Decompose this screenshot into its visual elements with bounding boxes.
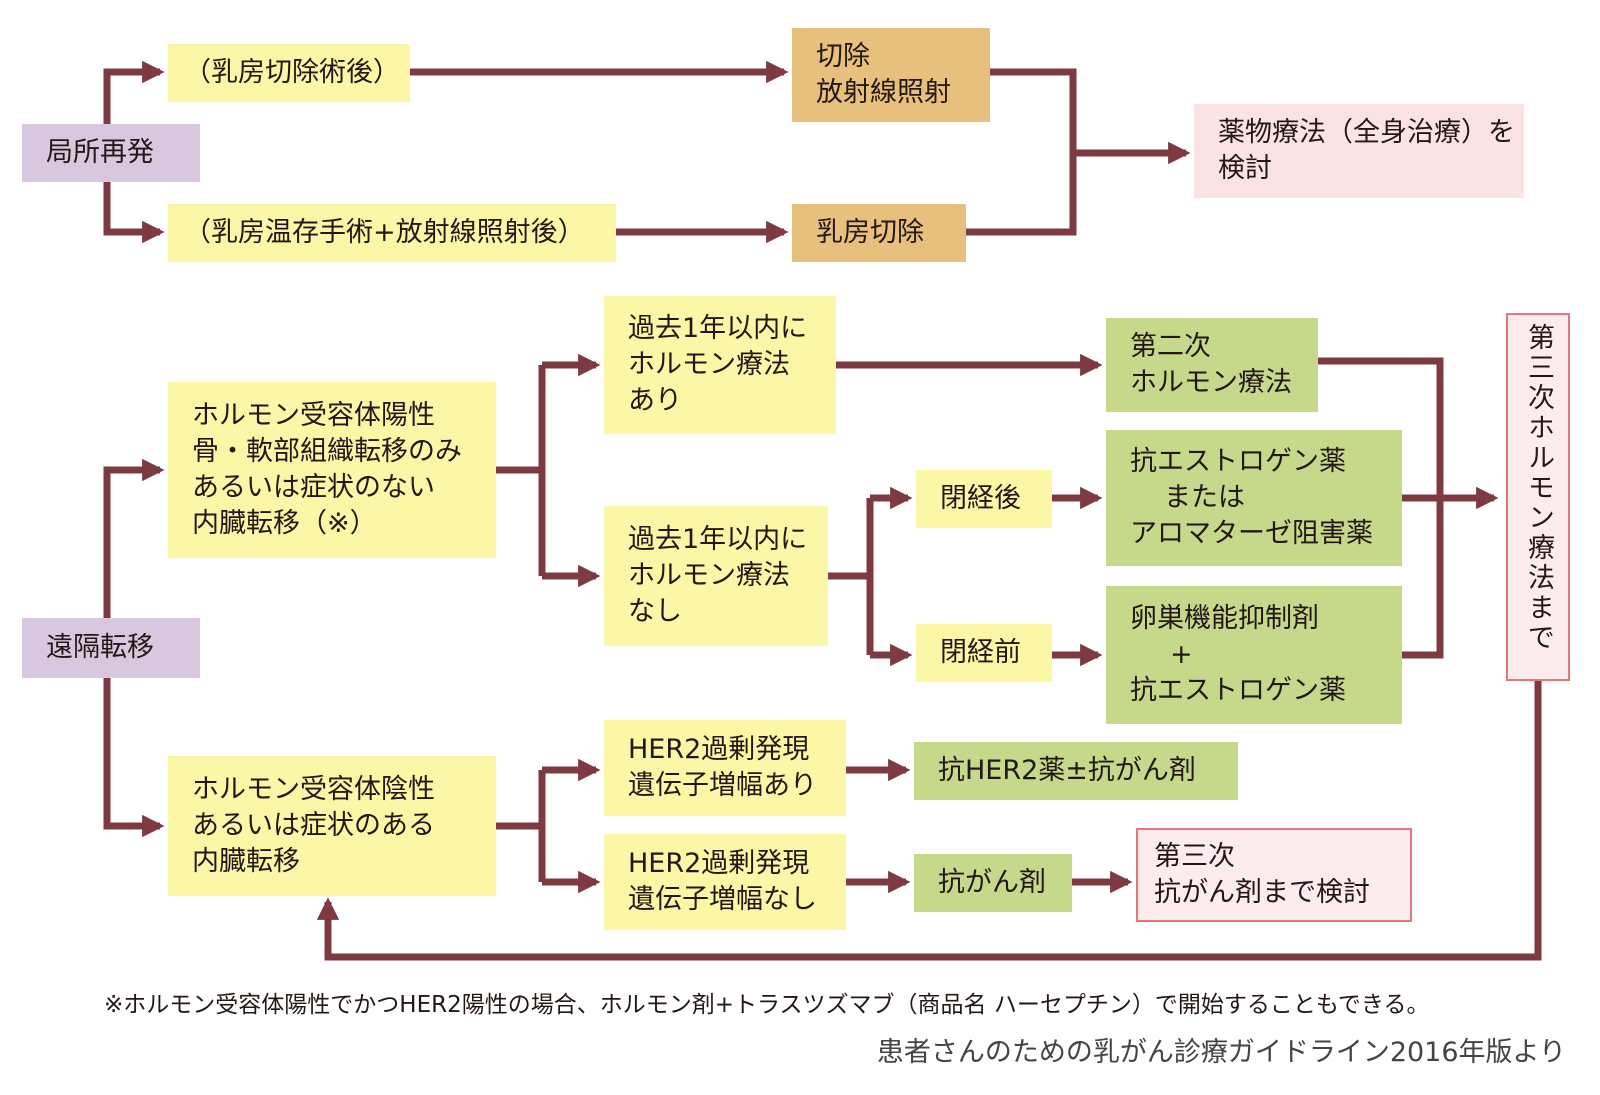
mastectomy-label: 乳房切除 [816, 217, 924, 248]
postmenopausal-box: 閉経後 [916, 470, 1052, 528]
antiestrogen-line-1: 抗エストロゲン薬 [1130, 446, 1346, 477]
ovarian-line-1: 卵巣機能抑制剤 [1130, 603, 1319, 634]
antiestrogen-line-2: または [1164, 482, 1245, 513]
ovarian-line-3: 抗エストロゲン薬 [1130, 675, 1346, 706]
her2-yes-line-2: 遺伝子増幅あり [628, 770, 817, 801]
resection-line-1: 切除 [816, 41, 870, 72]
after-mastectomy-box: （乳房切除術後） [168, 44, 410, 102]
hr-positive-line-4: 内臓転移（※） [192, 508, 377, 539]
branch-menopause [828, 498, 874, 655]
third-hormone-box: 第三次ホルモン療法まで [1506, 313, 1570, 681]
arrow-feedback-loop [316, 681, 1542, 961]
prior-yes-line-3: あり [628, 385, 682, 416]
prior-no-line-3: なし [628, 596, 682, 627]
anti-her2-box: 抗HER2薬±抗がん剤 [914, 742, 1238, 800]
ovarian-suppression-box: 卵巣機能抑制剤 + 抗エストロゲン薬 [1106, 586, 1402, 724]
hr-positive-line-3: あるいは症状のない [192, 472, 435, 503]
after-conserving-box: （乳房温存手術+放射線照射後） [168, 204, 616, 262]
premenopausal-box: 閉経前 [916, 624, 1052, 682]
prior-yes-line-1: 過去1年以内に [628, 313, 808, 344]
ovarian-line-2: + [1170, 639, 1193, 670]
her2-no-line-1: HER2過剰発現 [628, 848, 810, 879]
prior-hormone-no-box: 過去1年以内に ホルモン療法 なし [604, 506, 828, 646]
branch-hr-positive [496, 365, 546, 474]
chemo-box: 抗がん剤 [914, 854, 1072, 912]
distant-metastasis-label: 遠隔転移 [46, 632, 154, 663]
arrow-local-to-mastectomy-case [103, 60, 165, 124]
her2-no-line-2: 遺伝子増幅なし [628, 884, 817, 915]
arrow-distant-to-hr-negative [103, 678, 165, 838]
hr-positive-line-2: 骨・軟部組織転移のみ [192, 436, 462, 467]
her2-yes-line-1: HER2過剰発現 [628, 734, 810, 765]
drug-therapy-line-2: 検討 [1218, 153, 1272, 184]
distant-metastasis-box: 遠隔転移 [22, 618, 200, 678]
hr-negative-line-2: あるいは症状のある [192, 810, 435, 841]
chemo-label: 抗がん剤 [938, 867, 1046, 898]
hr-positive-box: ホルモン受容体陽性 骨・軟部組織転移のみ あるいは症状のない 内臓転移（※） [168, 382, 496, 558]
prior-no-line-2: ホルモン療法 [628, 560, 790, 591]
postmenopausal-label: 閉経後 [940, 483, 1021, 514]
prior-no-line-1: 過去1年以内に [628, 524, 808, 555]
branch-hr-negative [496, 770, 546, 882]
third-chemo-line-1: 第三次 [1154, 841, 1235, 872]
prior-yes-line-2: ホルモン療法 [628, 349, 790, 380]
resection-line-2: 放射線照射 [816, 77, 951, 108]
arrow-distant-to-hr-positive [103, 458, 165, 618]
her2-no-box: HER2過剰発現 遺伝子増幅なし [604, 834, 846, 930]
her2-yes-box: HER2過剰発現 遺伝子増幅あり [604, 720, 846, 816]
premenopausal-label: 閉経前 [940, 637, 1021, 668]
hr-negative-line-1: ホルモン受容体陰性 [192, 774, 435, 805]
after-conserving-label: （乳房温存手術+放射線照射後） [184, 217, 585, 248]
local-recurrence-label: 局所再発 [46, 137, 154, 168]
second-hormone-box: 第二次 ホルモン療法 [1106, 318, 1318, 412]
hr-negative-box: ホルモン受容体陰性 あるいは症状のある 内臓転移 [168, 756, 496, 896]
local-recurrence-box: 局所再発 [22, 124, 200, 182]
prior-hormone-yes-box: 過去1年以内に ホルモン療法 あり [604, 296, 836, 434]
third-hormone-label: 第三次ホルモン療法まで [1523, 323, 1554, 653]
anti-her2-label: 抗HER2薬±抗がん剤 [938, 755, 1196, 786]
drug-therapy-line-1: 薬物療法（全身治療）を [1218, 117, 1515, 148]
antiestrogen-box: 抗エストロゲン薬 または アロマターゼ阻害薬 [1106, 430, 1402, 566]
second-hormone-line-2: ホルモン療法 [1130, 367, 1292, 398]
after-mastectomy-label: （乳房切除術後） [184, 57, 400, 88]
arrow-local-to-conserving-case [103, 182, 165, 244]
second-hormone-line-1: 第二次 [1130, 331, 1211, 362]
drug-therapy-box: 薬物療法（全身治療）を 検討 [1194, 104, 1524, 198]
antiestrogen-line-3: アロマターゼ阻害薬 [1130, 518, 1373, 549]
footnote: ※ホルモン受容体陽性でかつHER2陽性の場合、ホルモン剤+トラスツズマブ（商品名… [104, 992, 1430, 1018]
merge-to-third-hormone [1318, 357, 1444, 659]
resection-radiation-box: 切除 放射線照射 [792, 28, 990, 122]
hr-negative-line-3: 内臓転移 [192, 846, 300, 877]
source-credit: 患者さんのための乳がん診療ガイドライン2016年版より [876, 1037, 1566, 1068]
third-chemo-line-2: 抗がん剤まで検討 [1154, 877, 1370, 908]
mastectomy-box: 乳房切除 [792, 204, 966, 262]
hr-positive-line-1: ホルモン受容体陽性 [192, 400, 435, 431]
third-chemo-box: 第三次 抗がん剤まで検討 [1136, 828, 1412, 922]
